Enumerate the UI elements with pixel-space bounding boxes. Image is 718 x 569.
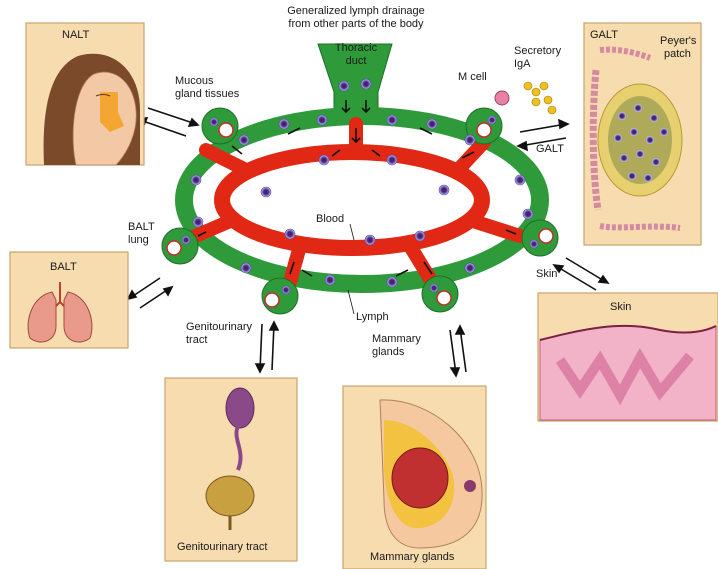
thoracic-duct-label-line2: duct xyxy=(346,55,367,67)
galt-panel: GALT Peyer's patch xyxy=(584,23,701,245)
secretory-iga-icon xyxy=(524,82,556,114)
mammary-panel: Mammary glands xyxy=(343,386,486,569)
peyers-patch-label-line2: patch xyxy=(664,48,691,60)
skin-panel: Skin xyxy=(538,293,718,421)
balt-lung-label-line1: BALT xyxy=(128,221,155,233)
top-label-line1: Generalized lymph drainage xyxy=(287,5,425,17)
balt-panel-title: BALT xyxy=(50,261,77,273)
mammary-panel-title: Mammary glands xyxy=(370,551,455,563)
blood-label-leader xyxy=(350,224,354,240)
genitourinary-label-line1: Genitourinary xyxy=(186,321,253,333)
genitourinary-panel-title: Genitourinary tract xyxy=(177,541,267,553)
lymph-label-leader xyxy=(348,290,354,314)
nalt-panel-title: NALT xyxy=(62,29,90,41)
galt-panel-title: GALT xyxy=(590,29,618,41)
balt-lung-label-line2: lung xyxy=(128,234,149,246)
lymph-label: Lymph xyxy=(356,311,389,323)
mucous-label-line2: gland tissues xyxy=(175,88,240,100)
mammary-label-line2: glands xyxy=(372,346,405,358)
nalt-panel: NALT xyxy=(26,23,144,165)
nipple-icon xyxy=(464,480,476,492)
galt-arrow-label: GALT xyxy=(536,143,564,155)
skin-arrow-label: Skin xyxy=(536,268,557,280)
balt-panel: BALT xyxy=(10,252,128,348)
secretory-iga-label-line1: Secretory xyxy=(514,45,562,57)
genitourinary-panel: Genitourinary tract xyxy=(165,378,297,561)
skin-panel-title: Skin xyxy=(610,301,631,313)
thoracic-duct-label-line1: Thoracic xyxy=(335,42,378,54)
genitourinary-label-line2: tract xyxy=(186,334,207,346)
mammary-gland-lobules xyxy=(392,448,448,508)
secretory-iga-label-line2: IgA xyxy=(514,58,531,70)
peyers-patch-label-line1: Peyer's xyxy=(660,35,697,47)
m-cell-label: M cell xyxy=(458,71,487,83)
mucous-label-line1: Mucous xyxy=(175,75,214,87)
m-cell-icon xyxy=(495,91,509,105)
top-label-line2: from other parts of the body xyxy=(288,18,424,30)
bladder-icon xyxy=(206,476,254,516)
mammary-label-line1: Mammary xyxy=(372,333,421,345)
kidney-icon xyxy=(226,388,254,428)
blood-label: Blood xyxy=(316,213,344,225)
